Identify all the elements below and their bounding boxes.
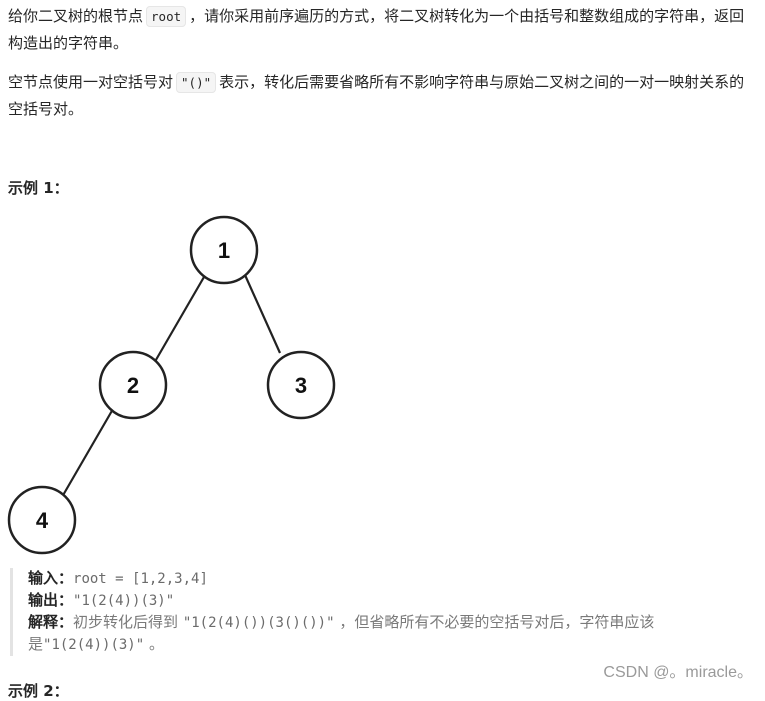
- tree-node-1-circle: [189, 215, 259, 285]
- example-2-heading: 示例 2：: [8, 682, 69, 700]
- tree-edge-2-4: [61, 408, 114, 498]
- explanation-code-1: "1(2(4)())(3()())": [182, 615, 335, 631]
- tree-node-3: 3: [266, 350, 336, 420]
- tree-edge-1-2: [152, 276, 205, 366]
- explanation-code-2: "1(2(4))(3)": [43, 637, 145, 653]
- example-1-heading: 示例 1：: [8, 179, 69, 197]
- binary-tree-diagram: 1 2 3 4: [7, 215, 336, 555]
- csdn-watermark: CSDN @。miracle。: [603, 664, 753, 681]
- tree-node-1: 1: [189, 215, 259, 285]
- explanation-text-3: 是: [28, 635, 44, 653]
- input-label: 输入：: [28, 569, 74, 587]
- tree-node-3-label: 3: [295, 373, 307, 398]
- example-explanation-line-1: 解释：初步转化后得到 "1(2(4)())(3()())" ，但省略所有不必要的…: [28, 612, 763, 634]
- inline-code-empty-parens: "()": [176, 72, 217, 93]
- p1-text-before: 给你二叉树的根节点: [8, 7, 144, 25]
- tree-edge-1-3: [243, 274, 282, 354]
- explanation-text-2: ，但省略所有不必要的空括号对后，字符串应该: [339, 613, 655, 631]
- tree-node-2: 2: [98, 350, 168, 420]
- tree-node-4-label: 4: [36, 508, 49, 533]
- explanation-label: 解释：: [28, 613, 74, 631]
- p2-text-before: 空节点使用一对空括号对: [8, 73, 174, 91]
- example-1-io-block: 输入：root = [1,2,3,4] 输出："1(2(4))(3)" 解释：初…: [10, 568, 763, 656]
- explanation-text-1: 初步转化后得到: [73, 613, 179, 631]
- output-label: 输出：: [28, 591, 74, 609]
- tree-node-2-circle: [98, 350, 168, 420]
- tree-node-1-label: 1: [218, 238, 230, 263]
- tree-node-2-label: 2: [127, 373, 139, 398]
- p1-text-after: ，请你采用前序遍历的方式，将二叉树转化为一个由括号和整数组成的字符串，返回构造出…: [8, 7, 745, 52]
- example-output-line: 输出："1(2(4))(3)": [28, 590, 763, 612]
- example-input-line: 输入：root = [1,2,3,4]: [28, 568, 763, 590]
- output-value: "1(2(4))(3)": [73, 593, 175, 609]
- tree-node-4-circle: [7, 485, 77, 555]
- problem-description-paragraph-2: 空节点使用一对空括号对"()"表示，转化后需要省略所有不影响字符串与原始二叉树之…: [8, 69, 753, 122]
- inline-code-root: root: [146, 6, 187, 27]
- input-value: root = [1,2,3,4]: [73, 571, 208, 587]
- tree-node-3-circle: [266, 350, 336, 420]
- example-explanation-line-2: 是"1(2(4))(3)" 。: [28, 634, 763, 656]
- explanation-text-4: 。: [148, 635, 164, 653]
- tree-node-4: 4: [7, 485, 77, 555]
- p2-text-after: 表示，转化后需要省略所有不影响字符串与原始二叉树之间的一对一映射关系的空括号对。: [8, 73, 745, 118]
